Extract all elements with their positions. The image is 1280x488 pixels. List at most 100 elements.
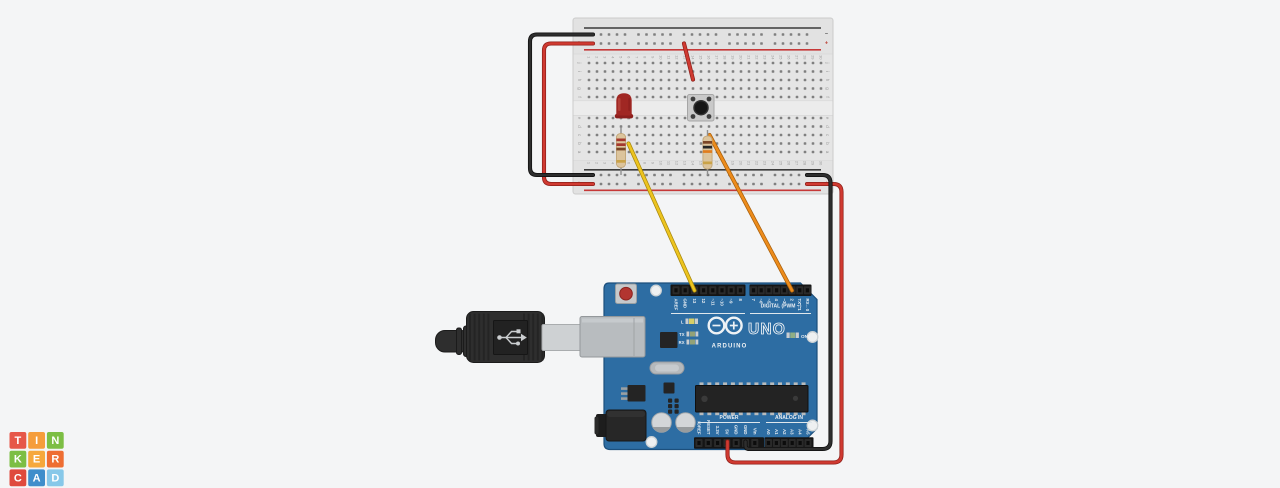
- digital-pin-hole[interactable]: [782, 288, 786, 293]
- digital-pin-hole[interactable]: [683, 288, 687, 293]
- logo-tile[interactable]: [9, 450, 27, 468]
- column-number-bottom: 22: [755, 161, 760, 166]
- power-pin-hole[interactable]: [697, 441, 701, 445]
- mcu-leg: [699, 382, 704, 386]
- breadboard-hole: [714, 42, 718, 45]
- digital-header-left-block[interactable]: [670, 284, 746, 297]
- breadboard-hole: [771, 87, 775, 90]
- breadboard-hole: [731, 87, 735, 90]
- breadboard-hole: [669, 182, 672, 186]
- breadboard-hole: [675, 125, 679, 128]
- logo-tile[interactable]: [9, 469, 27, 487]
- digital-pin-label: ~10: [720, 299, 725, 307]
- breadboard-hole: [723, 142, 727, 145]
- column-number-top: 11: [667, 55, 672, 60]
- breadboard-hole: [706, 33, 710, 36]
- logo-tile[interactable]: [9, 432, 27, 449]
- power-pin-hole[interactable]: [753, 441, 757, 445]
- analog-pin-hole[interactable]: [806, 441, 810, 445]
- pushbutton[interactable]: [687, 94, 715, 122]
- logo-tile[interactable]: [46, 450, 64, 468]
- breadboard-hole: [773, 42, 777, 45]
- wire-positive-to-button-core[interactable]: [682, 42, 695, 81]
- breadboard-hole: [755, 87, 759, 90]
- wire-rail-negative-left[interactable]: [527, 32, 596, 178]
- digital-pin-hole[interactable]: [738, 288, 742, 293]
- breadboard-hole: [747, 78, 751, 82]
- digital-pin-hole[interactable]: [751, 288, 756, 293]
- digital-header-right-block[interactable]: [749, 284, 812, 297]
- resistor-led-series-band: [616, 147, 626, 151]
- resistors[interactable]: [616, 126, 713, 176]
- digital-pin-hole[interactable]: [729, 288, 733, 293]
- column-number-top: 27: [795, 55, 800, 60]
- wire-5v-supply[interactable]: [725, 181, 844, 465]
- analog-pin-label: A3: [790, 429, 795, 435]
- breadboard-hole: [651, 78, 655, 82]
- breadboard-hole: [771, 150, 775, 154]
- wire-ground[interactable]: [743, 172, 833, 452]
- wire-pin13-to-led-core[interactable]: [627, 142, 696, 292]
- reset-button[interactable]: [619, 286, 633, 301]
- power-pin-hole[interactable]: [734, 441, 738, 445]
- analog-pin-hole[interactable]: [798, 441, 802, 445]
- logo-tile[interactable]: [28, 432, 45, 449]
- wire-pin2-to-button-core[interactable]: [708, 133, 794, 292]
- digital-pin-hole[interactable]: [805, 288, 809, 293]
- header-pins[interactable]: [672, 286, 812, 447]
- breadboard-hole: [587, 133, 591, 137]
- analog-pin-hole[interactable]: [774, 441, 778, 445]
- breadboard-hole: [667, 78, 671, 82]
- breadboard-hole: [675, 78, 679, 82]
- analog-pin-hole[interactable]: [790, 441, 794, 445]
- usb-cable[interactable]: [435, 311, 583, 363]
- wire-pin2-to-button[interactable]: [707, 132, 795, 293]
- pushbutton-cap[interactable]: [693, 99, 709, 116]
- wire-pin13-to-led[interactable]: [626, 141, 697, 293]
- red-led[interactable]: [614, 93, 634, 120]
- resistor-led-series[interactable]: [616, 126, 627, 176]
- power-pin-hole[interactable]: [706, 441, 710, 445]
- digital-pin-hole[interactable]: [711, 288, 715, 293]
- breadboard-hole: [789, 42, 793, 45]
- wire-ground-core[interactable]: [744, 173, 832, 451]
- breadboard-hole: [675, 87, 679, 90]
- wire-positive-to-button[interactable]: [681, 41, 696, 82]
- wire-rail-positive-left-core[interactable]: [542, 42, 595, 186]
- breadboard-hole: [623, 182, 627, 186]
- mcu-leg: [793, 382, 798, 386]
- power-pin-hole[interactable]: [716, 441, 720, 445]
- wire-5v-supply-core[interactable]: [726, 182, 843, 464]
- digital-pin-hole[interactable]: [767, 288, 771, 293]
- breadboard-hole: [651, 61, 655, 65]
- wire-rail-negative-left-core[interactable]: [528, 33, 595, 177]
- resistor-led-series-body[interactable]: [616, 133, 627, 168]
- logo-letter: T: [15, 435, 22, 447]
- logo-tile[interactable]: [46, 432, 64, 449]
- digital-pin-hole[interactable]: [702, 288, 706, 293]
- digital-pin-hole[interactable]: [674, 288, 678, 293]
- row-letter-right: d: [825, 125, 830, 128]
- breadboard-hole: [771, 78, 775, 82]
- column-number-bottom: 6: [627, 162, 632, 165]
- digital-pin-hole[interactable]: [775, 288, 779, 293]
- arduino-logo-icon: [707, 316, 743, 335]
- logo-tile[interactable]: [28, 450, 45, 468]
- digital-pin-hole[interactable]: [759, 288, 763, 293]
- breadboard-hole: [795, 133, 799, 137]
- analog-pin-hole[interactable]: [766, 441, 771, 445]
- wires[interactable]: [527, 32, 844, 465]
- resistor-button-pulldown[interactable]: [702, 130, 713, 175]
- logo-tile[interactable]: [46, 469, 64, 487]
- digital-pin-label: 12: [701, 299, 706, 304]
- breadboard-hole: [651, 116, 655, 120]
- wire-rail-positive-left[interactable]: [541, 41, 596, 187]
- breadboard-hole: [587, 125, 591, 128]
- logo-tile[interactable]: [28, 469, 45, 487]
- analog-pin-hole[interactable]: [782, 441, 786, 445]
- breadboard-hole: [779, 95, 783, 99]
- digital-pin-hole[interactable]: [720, 288, 724, 293]
- digital-pin-hole[interactable]: [798, 288, 802, 293]
